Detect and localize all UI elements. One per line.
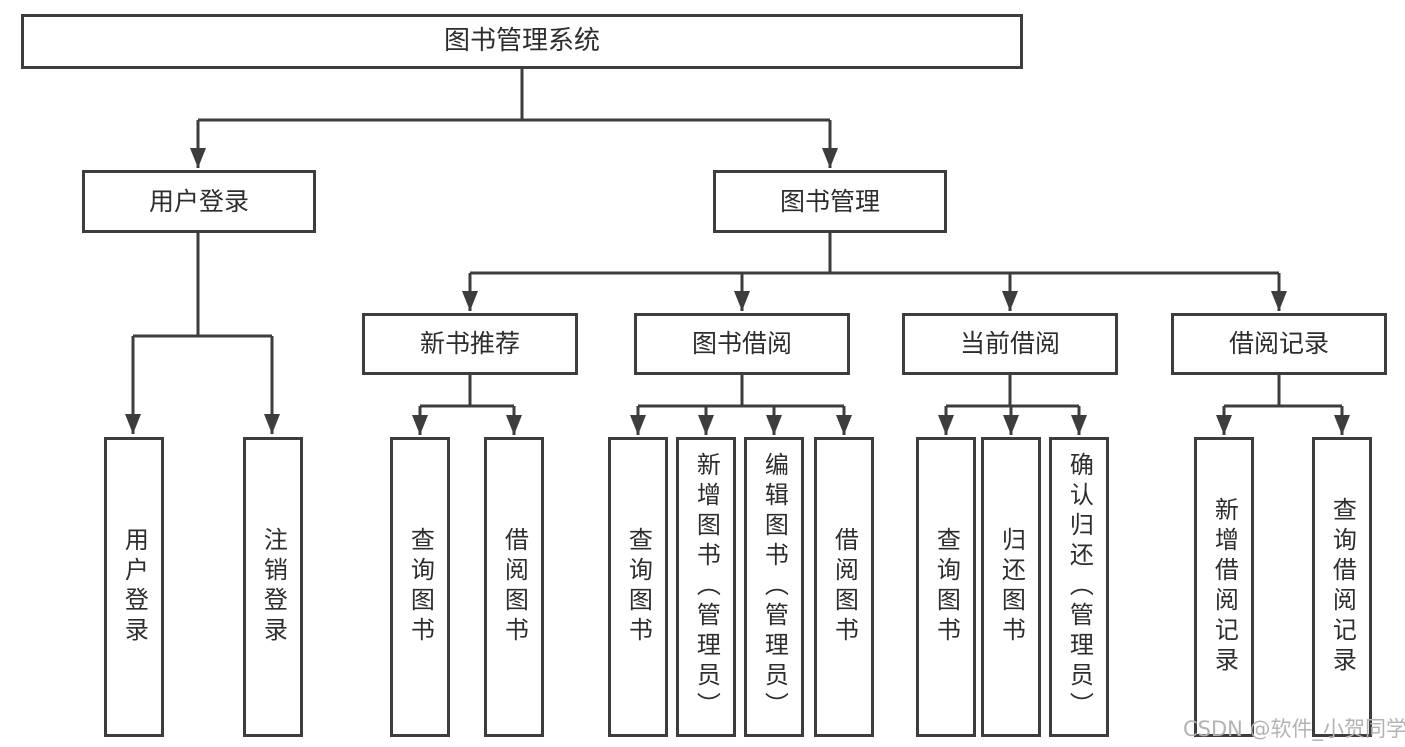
leaf-confirm-return-admin-label: 确认归还（管理员）	[1065, 452, 1094, 722]
leaf-recommend-query-books-label: 查询图书	[406, 527, 435, 647]
node-book-management: 图书管理	[713, 170, 947, 233]
leaf-current-query-books-label: 查询图书	[932, 527, 961, 647]
node-current-borrow-label: 当前借阅	[959, 329, 1060, 358]
leaf-user-login-label: 用户登录	[120, 527, 149, 647]
leaf-edit-book-admin: 编辑图书（管理员）	[744, 437, 804, 737]
leaf-borrow-query-books-label: 查询图书	[624, 527, 653, 647]
node-book-borrow-label: 图书借阅	[691, 329, 792, 358]
leaf-borrow-query-books: 查询图书	[608, 437, 668, 737]
node-borrow-records: 借阅记录	[1171, 313, 1387, 375]
node-new-book-recommend: 新书推荐	[362, 313, 578, 375]
leaf-current-query-books: 查询图书	[916, 437, 976, 737]
leaf-confirm-return-admin: 确认归还（管理员）	[1049, 437, 1109, 737]
leaf-query-borrow-record: 查询借阅记录	[1312, 437, 1372, 737]
leaf-recommend-borrow-books-label: 借阅图书	[500, 527, 529, 647]
node-current-borrow: 当前借阅	[902, 313, 1118, 375]
node-borrow-records-label: 借阅记录	[1228, 329, 1329, 358]
leaf-return-book: 归还图书	[981, 437, 1041, 737]
leaf-recommend-query-books: 查询图书	[390, 437, 450, 737]
leaf-logout: 注销登录	[243, 437, 303, 737]
leaf-recommend-borrow-books: 借阅图书	[484, 437, 544, 737]
leaf-edit-book-admin-label: 编辑图书（管理员）	[760, 452, 789, 722]
leaf-add-book-admin-label: 新增图书（管理员）	[692, 452, 721, 722]
leaf-borrow-books-label: 借阅图书	[830, 527, 859, 647]
watermark: CSDN @软件_小贺同学	[1183, 717, 1405, 741]
node-root-label: 图书管理系统	[443, 25, 600, 56]
node-book-borrow: 图书借阅	[634, 313, 850, 375]
node-book-management-label: 图书管理	[779, 186, 880, 216]
node-root: 图书管理系统	[21, 14, 1023, 69]
leaf-add-borrow-record: 新增借阅记录	[1194, 437, 1254, 737]
leaf-return-book-label: 归还图书	[997, 527, 1026, 647]
leaf-user-login: 用户登录	[104, 437, 164, 737]
leaf-query-borrow-record-label: 查询借阅记录	[1328, 497, 1357, 677]
leaf-add-borrow-record-label: 新增借阅记录	[1210, 497, 1239, 677]
node-user-login: 用户登录	[82, 170, 316, 233]
leaf-logout-label: 注销登录	[259, 527, 288, 647]
node-user-login-label: 用户登录	[148, 186, 249, 216]
node-new-book-recommend-label: 新书推荐	[419, 329, 520, 358]
leaf-borrow-books: 借阅图书	[814, 437, 874, 737]
leaf-add-book-admin: 新增图书（管理员）	[676, 437, 736, 737]
